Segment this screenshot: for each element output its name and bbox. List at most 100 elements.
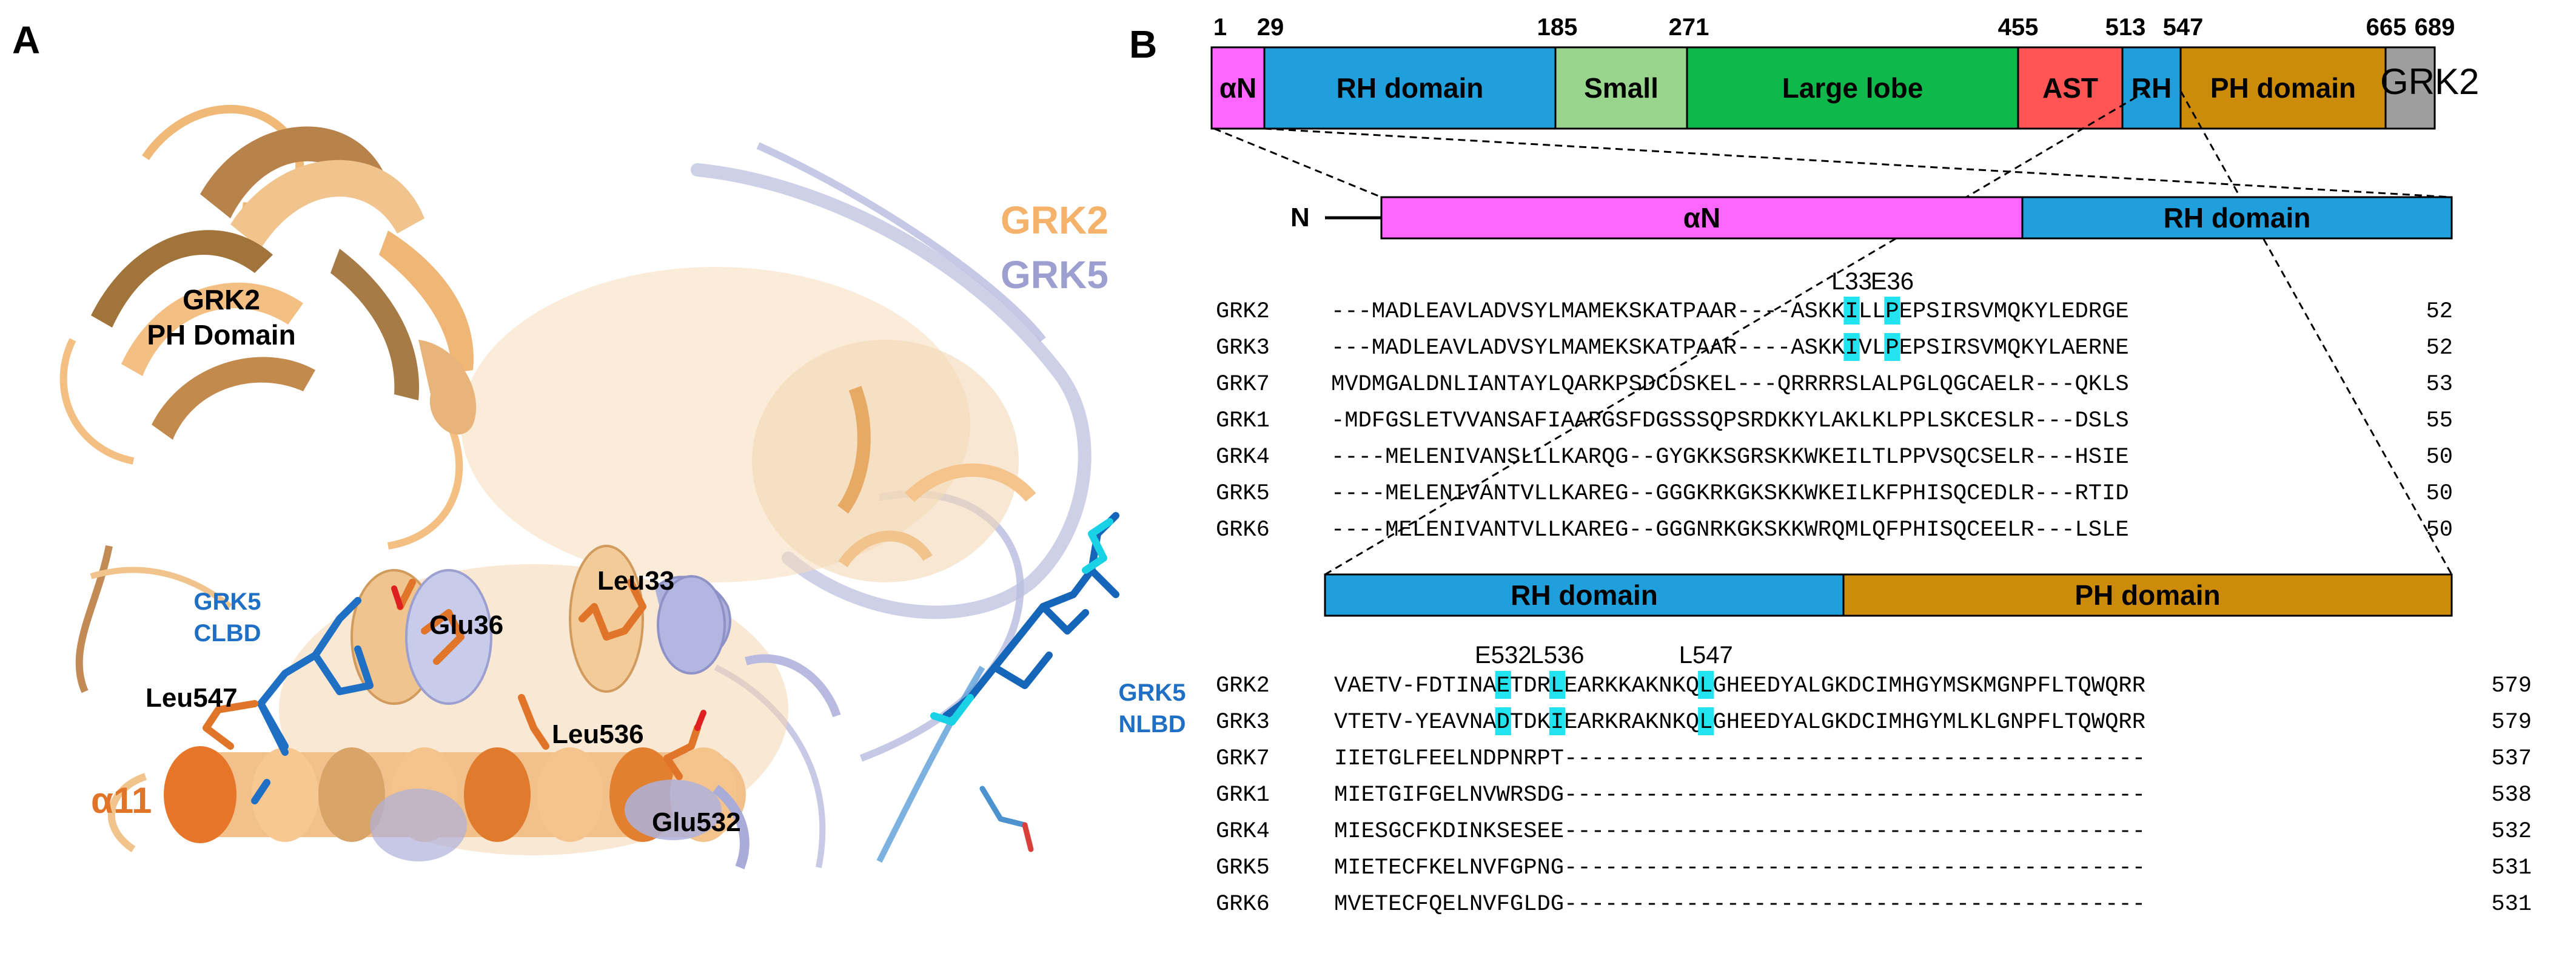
align1-row-seq: MVDMGALDNLIANTAYLQARKPSDCDSKEL---QRRRRSL…: [1331, 372, 2129, 397]
align1-highlight: [1843, 333, 1860, 361]
leu547-label: Leu547: [146, 683, 238, 713]
align1-row-name: GRK4: [1216, 445, 1270, 470]
grk5-clbd-residues: [251, 597, 374, 804]
domain-label-3: Large lobe: [1782, 72, 1924, 104]
align2-row-name: GRK4: [1216, 819, 1270, 844]
domain-label-5: RH: [2132, 72, 2172, 104]
align2-row-name: GRK3: [1216, 710, 1270, 735]
align2-row-name: GRK5: [1216, 855, 1270, 881]
clbd-label-line1: GRK5: [193, 588, 261, 615]
align1-row-end: 50: [2426, 517, 2453, 543]
align2-marker-2: L547: [1679, 642, 1733, 668]
kinase-helices: [351, 386, 1036, 718]
map-tick-4: 455: [1998, 14, 2039, 41]
ph-domain-label-line1: GRK2: [183, 284, 260, 315]
align2-highlight: [1549, 671, 1566, 699]
domain-label-6: PH domain: [2210, 72, 2356, 104]
leu536-label: Leu536: [552, 719, 644, 749]
align2-row-end: 537: [2491, 746, 2532, 772]
domain-segment-7: [2384, 46, 2436, 130]
align2-marker-1: L536: [1530, 642, 1584, 668]
panel-a-letter: A: [12, 18, 40, 62]
zoom1-segment-1: [2021, 196, 2453, 240]
align2-row-end: 579: [2491, 673, 2532, 699]
align1-row-end: 52: [2426, 335, 2453, 361]
glu532-label: Glu532: [652, 807, 741, 837]
zoom2-label-0: RH domain: [1511, 579, 1658, 611]
align2-row-name: GRK7: [1216, 746, 1270, 772]
grk5-legend: GRK5: [1001, 253, 1109, 297]
align2-marker-0: E532: [1475, 642, 1531, 668]
align1-row-seq: -MDFGSLETVVANSAFIAARGSFDGSSSQPSRDKKYLAKL…: [1331, 408, 2129, 434]
domain-segment-6: [2179, 46, 2387, 130]
align1-row-seq: ---MADLEAVLADVSYLMAMEKSKATPAAR----ASKKIL…: [1331, 299, 2129, 325]
align2-row-seq: IIETGLFEELNDPNRPT-----------------------…: [1334, 746, 2145, 772]
align1-row-end: 53: [2426, 372, 2453, 397]
map-tick-6: 547: [2163, 14, 2204, 41]
align2-highlight: [1698, 707, 1714, 735]
domain-label-1: RH domain: [1337, 72, 1484, 104]
panel-b-letter: B: [1129, 22, 1157, 66]
nlbd-label-line2: NLBD: [1118, 711, 1186, 738]
align2-highlight: [1495, 707, 1511, 735]
align2-row-seq: MIETGIFGELNVWRSDG-----------------------…: [1334, 783, 2145, 808]
align2-highlight: [1698, 671, 1714, 699]
grk2-legend: GRK2: [1001, 198, 1109, 242]
zoom2-label-1: PH domain: [2075, 579, 2220, 611]
align1-row-seq: ----MELENIVANTVLLKAREG--GGGNRKGKSKKWRQML…: [1331, 517, 2129, 543]
map-tick-7: 665: [2366, 14, 2407, 41]
alpha11-helix: [107, 746, 750, 869]
map-tick-2: 185: [1537, 14, 1578, 41]
alpha11-label: α11: [91, 780, 152, 821]
align1-row-end: 50: [2426, 445, 2453, 470]
align2-row-seq: MVETECFQELNVFGLDG-----------------------…: [1334, 892, 2145, 917]
align2-row-end: 531: [2491, 855, 2532, 881]
align1-highlight: [1843, 297, 1860, 325]
nlbd-label-line1: GRK5: [1118, 679, 1186, 706]
align1-row-seq: ----MELENIVANTVLLKAREG--GGGKRKGKSKKWKEIL…: [1331, 481, 2129, 507]
zoom1-label-1: RH domain: [2164, 202, 2311, 234]
map-tick-8: 689: [2415, 14, 2455, 41]
align1-marker-0: L33: [1831, 268, 1872, 295]
align1-highlight: [1884, 333, 1900, 361]
alignment-1: L33E36GRK2---MADLEAVLADVSYLMAMEKSKATPAAR…: [1216, 268, 2453, 543]
align1-row-end: 55: [2426, 408, 2453, 434]
align2-row-end: 531: [2491, 892, 2532, 917]
ph-domain-label-line2: PH Domain: [147, 319, 295, 351]
domain-label-4: AST: [2042, 72, 2098, 104]
map-tick-0: 1: [1213, 14, 1227, 41]
domain-segment-1: [1263, 46, 1557, 130]
align2-highlight: [1549, 707, 1566, 735]
align1-row-name: GRK6: [1216, 517, 1270, 543]
map-tick-3: 271: [1669, 14, 1709, 41]
protein-structure-image: [59, 104, 1119, 869]
align2-highlight: [1495, 671, 1511, 699]
n-terminus-label: N: [1290, 203, 1310, 232]
align2-row-end: 532: [2491, 819, 2532, 844]
align2-row-name: GRK1: [1216, 783, 1270, 808]
leu33-label: Leu33: [597, 566, 674, 596]
grk2-map-label: GRK2: [2380, 61, 2479, 102]
ph-domain-sheets: [59, 104, 477, 693]
map-tick-5: 513: [2105, 14, 2146, 41]
domain-label-0: αN: [1219, 72, 1257, 104]
align2-row-name: GRK2: [1216, 673, 1270, 699]
align2-row-seq: VAETV-FDTINAETDRLEARKKAKNKQLGHEEDYALGKDC…: [1334, 673, 2145, 699]
align1-row-name: GRK2: [1216, 299, 1270, 325]
zoom1-label-0: αN: [1683, 202, 1721, 234]
align1-row-name: GRK5: [1216, 481, 1270, 507]
zoom-bar-1: αN RH domain: [1380, 196, 2453, 240]
align2-row-seq: MIETECFKELNVFGPNG-----------------------…: [1334, 855, 2145, 881]
align1-row-name: GRK3: [1216, 335, 1270, 361]
align2-row-seq: VTETV-YEAVNADTDKIEARKRAKNKQLGHEEDYALGKDC…: [1334, 710, 2145, 735]
zoom2-segment-1: [1842, 573, 2453, 617]
domain-segment-0: [1210, 46, 1266, 130]
orange-residue-sticks: [203, 579, 701, 780]
glu36-label: Glu36: [429, 610, 503, 640]
zoom-bar-2: RH domain PH domain: [1324, 573, 2453, 617]
zoom2-segment-0: [1324, 573, 1845, 617]
align2-row-name: GRK6: [1216, 892, 1270, 917]
zoom-connectors: [1213, 90, 2453, 576]
